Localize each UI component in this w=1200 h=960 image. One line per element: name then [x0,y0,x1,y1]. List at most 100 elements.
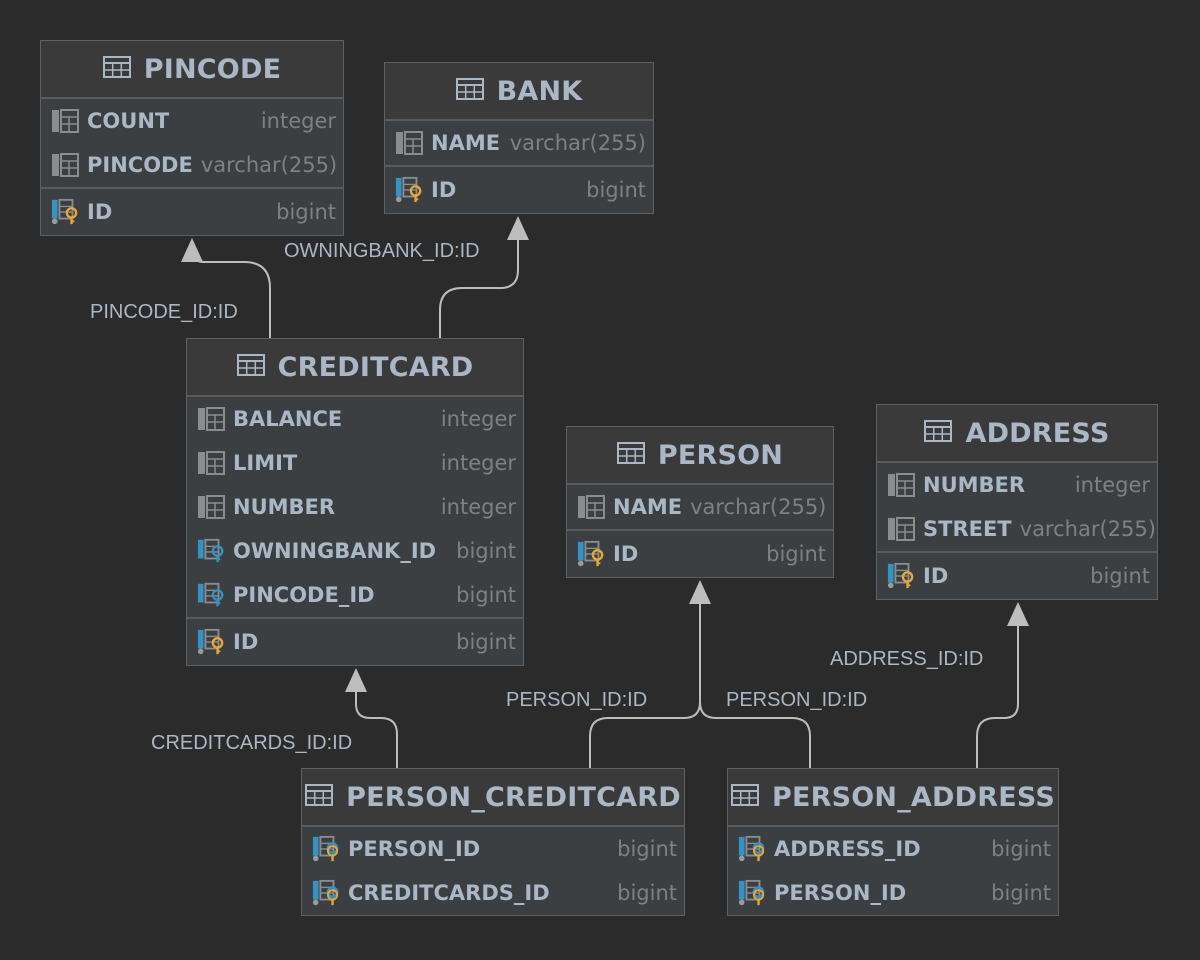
column-type: varchar(255) [509,131,646,155]
column-type: integer [440,495,516,519]
column-type: integer [440,407,516,431]
foreign-key-row[interactable]: ADDRESS_ID bigint [728,827,1058,871]
column-name: PERSON_ID [774,881,907,905]
table-title: ADDRESS [965,417,1110,449]
column-name: NUMBER [923,473,1026,497]
column-type: bigint [617,837,677,861]
edge-label-pincode-id: PINCODE_ID:ID [90,301,238,323]
column-name: ID [613,542,639,566]
table-icon [924,420,953,446]
column-type: bigint [991,837,1051,861]
edge-owningbank-id [439,236,519,338]
column-icon [197,494,225,520]
column-name: COUNT [87,109,170,133]
table-title: PINCODE [143,53,282,85]
column-icon [51,152,79,178]
column-name: OWNINGBANK_ID [233,539,437,563]
table-pincode[interactable]: PINCODE COUNT integer PINCODE varchar(25… [40,40,344,236]
column-type: bigint [456,583,516,607]
column-type: bigint [456,539,516,563]
column-row[interactable]: PINCODE varchar(255) [41,143,343,187]
column-name: ID [923,564,949,588]
table-title: PERSON [657,439,784,471]
foreign-key-row[interactable]: PINCODE_ID bigint [187,573,523,617]
column-type: bigint [991,881,1051,905]
column-type: bigint [617,881,677,905]
column-row[interactable]: COUNT integer [41,99,343,143]
column-name: ID [431,178,457,202]
edge-label-person-id-pc: PERSON_ID:ID [506,689,648,711]
foreign-key-icon [738,879,766,906]
table-icon [455,78,484,104]
table-header[interactable]: CREDITCARD [187,339,523,397]
table-creditcard[interactable]: CREDITCARD BALANCE integer LIMIT integer… [186,338,524,666]
edge-pincode-id [191,249,271,338]
table-header[interactable]: ADDRESS [877,405,1157,463]
table-header[interactable]: PINCODE [41,41,343,99]
primary-key-row[interactable]: ID bigint [567,531,833,577]
primary-key-row[interactable]: ID bigint [41,189,343,235]
column-name: NAME [431,131,501,155]
column-type: integer [440,451,516,475]
column-row[interactable]: STREET varchar(255) [877,507,1157,551]
arrowhead-address [1007,602,1029,626]
table-title: PERSON_ADDRESS [772,781,1055,813]
column-name: PERSON_ID [348,837,481,861]
column-icon [577,494,605,520]
table-icon [236,354,265,380]
table-person[interactable]: PERSON NAME varchar(255) ID bigint [566,426,834,578]
table-icon [731,784,760,810]
column-type: bigint [586,178,646,202]
column-name: ID [87,200,113,224]
arrowhead-person [689,580,711,604]
column-row[interactable]: NAME varchar(255) [385,121,653,165]
primary-key-row[interactable]: ID bigint [877,553,1157,599]
foreign-key-row[interactable]: PERSON_ID bigint [302,827,684,871]
table-icon [305,784,334,810]
table-person-address[interactable]: PERSON_ADDRESS ADDRESS_ID bigint PERSON_… [727,768,1059,916]
table-header[interactable]: PERSON_ADDRESS [728,769,1058,827]
primary-key-icon [887,562,915,589]
column-icon [887,472,915,498]
key-separator [567,529,833,531]
table-address[interactable]: ADDRESS NUMBER integer STREET varchar(25… [876,404,1158,600]
column-name: PINCODE [87,153,193,177]
table-bank[interactable]: BANK NAME varchar(255) ID bigint [384,62,654,214]
table-header[interactable]: PERSON [567,427,833,485]
column-row[interactable]: NUMBER integer [187,485,523,529]
column-row[interactable]: LIMIT integer [187,441,523,485]
table-person-creditcard[interactable]: PERSON_CREDITCARD PERSON_ID bigint CREDI… [301,768,685,916]
table-title: PERSON_CREDITCARD [346,781,681,813]
primary-key-icon [577,540,605,567]
column-name: LIMIT [233,451,298,475]
table-header[interactable]: BANK [385,63,653,121]
edge-creditcards-id [355,688,398,768]
edge-person-id-pc [589,600,701,768]
column-type: varchar(255) [1019,517,1156,541]
edge-label-creditcards-id: CREDITCARDS_ID:ID [151,732,353,754]
column-icon [51,108,79,134]
edge-label-owningbank-id: OWNINGBANK_ID:ID [284,240,480,262]
column-name: STREET [923,517,1012,541]
arrowhead-creditcard [345,668,367,692]
table-header[interactable]: PERSON_CREDITCARD [302,769,684,827]
primary-key-row[interactable]: ID bigint [187,619,523,665]
key-separator [877,551,1157,553]
table-icon [102,56,131,82]
column-row[interactable]: NUMBER integer [877,463,1157,507]
foreign-key-row[interactable]: OWNINGBANK_ID bigint [187,529,523,573]
edge-person-id-pa [699,701,811,768]
column-row[interactable]: BALANCE integer [187,397,523,441]
foreign-key-row[interactable]: PERSON_ID bigint [728,871,1058,915]
primary-key-icon [197,628,225,655]
primary-key-icon [395,176,423,203]
primary-key-icon [51,198,79,225]
column-row[interactable]: NAME varchar(255) [567,485,833,529]
table-icon [616,442,645,468]
column-type: varchar(255) [690,495,827,519]
table-title: BANK [496,75,583,107]
primary-key-row[interactable]: ID bigint [385,167,653,213]
foreign-key-row[interactable]: CREDITCARDS_ID bigint [302,871,684,915]
key-separator [187,617,523,619]
